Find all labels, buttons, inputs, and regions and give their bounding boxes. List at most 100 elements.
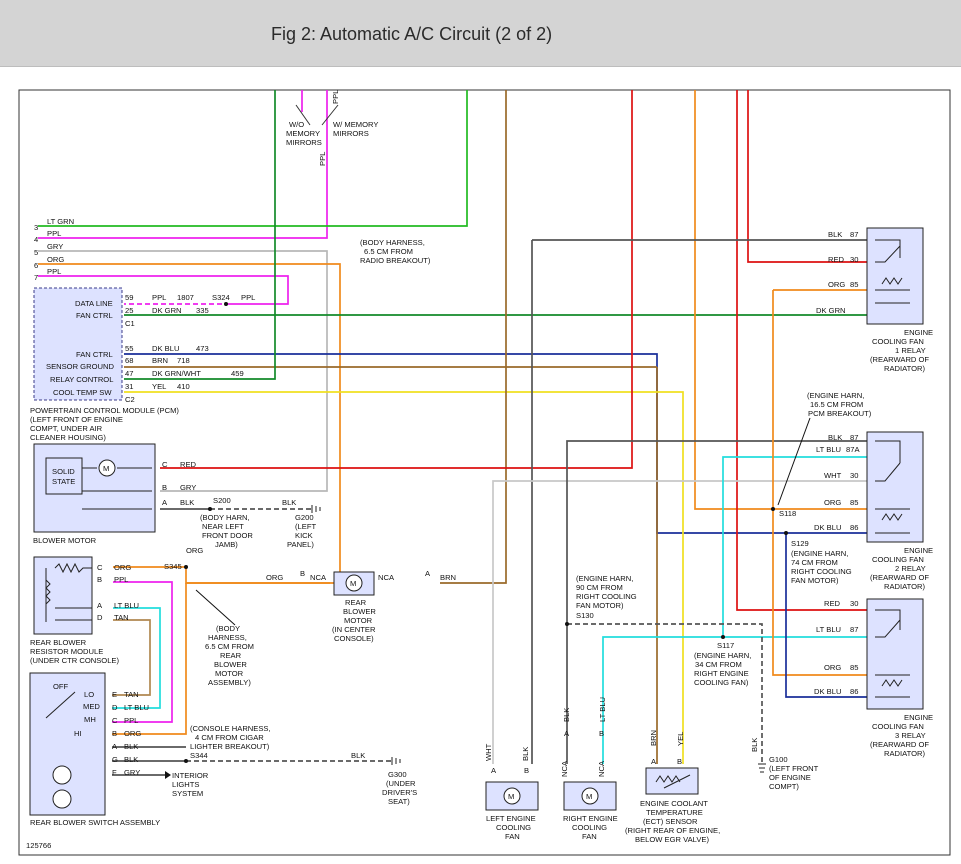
svg-text:25: 25 bbox=[125, 306, 133, 315]
svg-text:85: 85 bbox=[850, 663, 858, 672]
svg-text:YEL: YEL bbox=[152, 382, 166, 391]
svg-text:(RIGHT REAR OF ENGINE,: (RIGHT REAR OF ENGINE, bbox=[625, 826, 720, 835]
rear-switch-caption: REAR BLOWER SWITCH ASSEMBLY bbox=[30, 818, 160, 827]
svg-text:RIGHT COOLING: RIGHT COOLING bbox=[791, 567, 852, 576]
svg-text:MIRRORS: MIRRORS bbox=[286, 138, 322, 147]
svg-text:RIGHT COOLING: RIGHT COOLING bbox=[576, 592, 637, 601]
svg-text:4: 4 bbox=[34, 235, 38, 244]
svg-text:BRN: BRN bbox=[440, 573, 456, 582]
svg-text:B: B bbox=[162, 483, 167, 492]
svg-text:COMPT): COMPT) bbox=[769, 782, 799, 791]
svg-text:POWERTRAIN CONTROL MODULE (PCM: POWERTRAIN CONTROL MODULE (PCM) bbox=[30, 406, 179, 415]
svg-text:G100: G100 bbox=[769, 755, 788, 764]
svg-text:SEAT): SEAT) bbox=[388, 797, 410, 806]
svg-text:59: 59 bbox=[125, 293, 133, 302]
svg-text:DK BLU: DK BLU bbox=[814, 687, 841, 696]
svg-text:SENSOR GROUND: SENSOR GROUND bbox=[46, 362, 114, 371]
svg-text:M: M bbox=[586, 792, 592, 801]
svg-text:E: E bbox=[112, 690, 117, 699]
svg-text:LIGHTS: LIGHTS bbox=[172, 780, 199, 789]
svg-text:87: 87 bbox=[850, 230, 858, 239]
svg-text:335: 335 bbox=[196, 306, 209, 315]
svg-text:MH: MH bbox=[84, 715, 96, 724]
svg-text:RELAY CONTROL: RELAY CONTROL bbox=[50, 375, 113, 384]
wo-memory-label: W/O MEMORY MIRRORS bbox=[286, 120, 322, 147]
svg-text:2 RELAY: 2 RELAY bbox=[895, 564, 926, 573]
svg-text:BLK: BLK bbox=[750, 738, 759, 752]
svg-text:B: B bbox=[524, 766, 529, 775]
svg-text:PPL: PPL bbox=[152, 293, 166, 302]
svg-text:COOLING: COOLING bbox=[496, 823, 531, 832]
svg-text:30: 30 bbox=[850, 255, 858, 264]
splice-dots bbox=[184, 302, 788, 763]
svg-text:47: 47 bbox=[125, 369, 133, 378]
s117-label: S117 bbox=[717, 641, 734, 650]
rear-blower-motor-icon bbox=[345, 574, 363, 592]
svg-text:FAN CTRL: FAN CTRL bbox=[76, 350, 113, 359]
svg-text:LT BLU: LT BLU bbox=[124, 703, 149, 712]
svg-text:C1: C1 bbox=[125, 319, 135, 328]
svg-text:MED: MED bbox=[83, 702, 100, 711]
right-engine-cooling-fan: M A BLK B LT BLU NCA NCA RIGHT ENGINE CO… bbox=[560, 697, 618, 841]
svg-text:PPL: PPL bbox=[124, 716, 138, 725]
s344-label: S344 bbox=[190, 751, 208, 760]
svg-text:MEMORY: MEMORY bbox=[286, 129, 320, 138]
interior-lights-label: INTERIOR LIGHTS SYSTEM bbox=[165, 771, 209, 798]
svg-text:30: 30 bbox=[850, 599, 858, 608]
svg-text:W/O: W/O bbox=[289, 120, 304, 129]
svg-text:A: A bbox=[491, 766, 497, 775]
ect-sensor: A BRN B YEL ENGINE COOLANT TEMPERATURE (… bbox=[625, 730, 720, 844]
svg-text:ENGINE COOLANT: ENGINE COOLANT bbox=[640, 799, 708, 808]
svg-text:SYSTEM: SYSTEM bbox=[172, 789, 203, 798]
svg-text:MOTOR: MOTOR bbox=[215, 669, 244, 678]
s129-label: S129 bbox=[791, 539, 809, 548]
svg-text:C: C bbox=[112, 716, 118, 725]
svg-text:(LEFT: (LEFT bbox=[295, 522, 316, 531]
svg-text:(BODY HARN,: (BODY HARN, bbox=[200, 513, 250, 522]
svg-text:ENGINE: ENGINE bbox=[904, 546, 933, 555]
console-harness-label: (CONSOLE HARNESS, 4 CM FROM CIGAR LIGHTE… bbox=[190, 724, 271, 751]
svg-text:(UNDER CTR CONSOLE): (UNDER CTR CONSOLE) bbox=[30, 656, 119, 665]
svg-text:(REARWARD OF: (REARWARD OF bbox=[870, 573, 929, 582]
svg-text:55: 55 bbox=[125, 344, 133, 353]
svg-text:6: 6 bbox=[34, 261, 38, 270]
svg-text:INTERIOR: INTERIOR bbox=[172, 771, 209, 780]
svg-text:KICK: KICK bbox=[295, 531, 313, 540]
s324-label: S324 bbox=[212, 293, 230, 302]
svg-text:6.5 CM FROM: 6.5 CM FROM bbox=[364, 247, 413, 256]
svg-text:G300: G300 bbox=[388, 770, 407, 779]
svg-text:(BODY: (BODY bbox=[216, 624, 240, 633]
svg-text:FAN MOTOR): FAN MOTOR) bbox=[791, 576, 839, 585]
svg-text:459: 459 bbox=[231, 369, 244, 378]
svg-text:A: A bbox=[425, 569, 431, 578]
svg-text:(ENGINE HARN,: (ENGINE HARN, bbox=[694, 651, 751, 660]
svg-text:NCA: NCA bbox=[378, 573, 395, 582]
svg-text:1807: 1807 bbox=[177, 293, 194, 302]
svg-text:TAN: TAN bbox=[114, 613, 129, 622]
svg-text:LEFT ENGINE: LEFT ENGINE bbox=[486, 814, 536, 823]
svg-text:FAN: FAN bbox=[582, 832, 597, 841]
svg-text:ENGINE: ENGINE bbox=[904, 713, 933, 722]
svg-text:B: B bbox=[677, 757, 682, 766]
engine-harness-16-label: (ENGINE HARN, 16.5 CM FROM PCM BREAKOUT) bbox=[777, 391, 872, 506]
svg-text:LT BLU: LT BLU bbox=[816, 625, 841, 634]
svg-text:GRY: GRY bbox=[180, 483, 196, 492]
svg-text:34 CM FROM: 34 CM FROM bbox=[695, 660, 742, 669]
rear-switch-positions: OFF LO MED MH HI bbox=[45, 682, 100, 738]
w-memory-label: W/ MEMORY MIRRORS bbox=[333, 120, 378, 138]
svg-text:RADIATOR): RADIATOR) bbox=[884, 364, 926, 373]
svg-text:LIGHTER BREAKOUT): LIGHTER BREAKOUT) bbox=[190, 742, 270, 751]
svg-text:LO: LO bbox=[84, 690, 94, 699]
engine-harness-90-label: (ENGINE HARN, 90 CM FROM RIGHT COOLING F… bbox=[576, 574, 637, 610]
svg-text:COOLING: COOLING bbox=[572, 823, 607, 832]
svg-text:ENGINE: ENGINE bbox=[904, 328, 933, 337]
svg-text:5: 5 bbox=[34, 248, 38, 257]
svg-text:(REARWARD OF: (REARWARD OF bbox=[870, 740, 929, 749]
svg-text:1 RELAY: 1 RELAY bbox=[895, 346, 926, 355]
svg-text:MOTOR: MOTOR bbox=[344, 616, 373, 625]
diagram-border bbox=[18, 89, 951, 856]
svg-text:86: 86 bbox=[850, 687, 858, 696]
